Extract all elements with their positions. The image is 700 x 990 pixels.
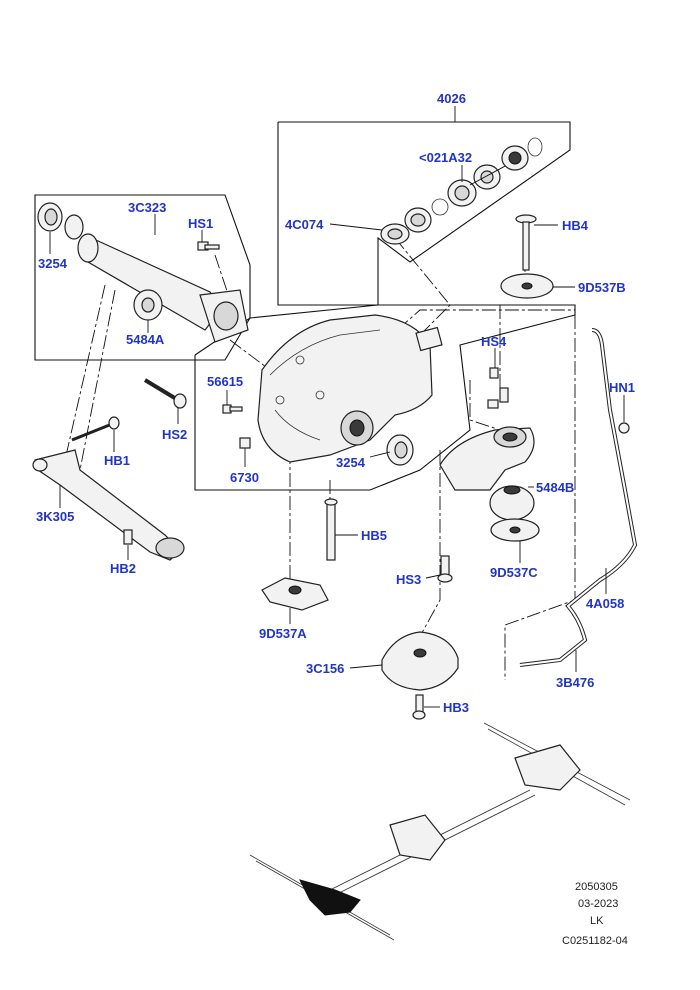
label-3254-left: 3254 [38, 256, 68, 271]
group-box-4026 [277, 121, 571, 306]
ref-code: 2050305 [575, 881, 618, 893]
mount-bracket [439, 426, 535, 491]
leader-4c074 [329, 223, 383, 231]
ref-date: 03-2023 [578, 898, 618, 910]
label-3k305: 3K305 [36, 509, 74, 524]
label-9d537b: 9D537B [578, 280, 626, 295]
seal-3254-right [386, 434, 414, 466]
bolt-hb4 [515, 214, 537, 271]
label-021a32: <021A32 [419, 150, 472, 165]
dash-line-hs1 [214, 254, 231, 301]
label-hb5: HB5 [361, 528, 387, 543]
label-5484b: 5484B [536, 480, 574, 495]
label-hs2: HS2 [162, 427, 187, 442]
plug-6730 [239, 437, 251, 449]
dash-line-hs4 [469, 380, 501, 431]
label-9d537a: 9D537A [259, 626, 307, 641]
dash-line-right [504, 315, 576, 680]
bolt-hs2 [143, 378, 187, 409]
driveline-thumbnail [249, 722, 631, 941]
label-4c074: 4C074 [285, 217, 324, 232]
label-4026: 4026 [437, 91, 466, 106]
leader-hs3 [425, 574, 441, 579]
tube-3c323 [77, 233, 249, 343]
label-3b476: 3B476 [556, 675, 594, 690]
ref-initials: LK [590, 915, 604, 927]
dash-line-3c323 [229, 339, 271, 371]
label-hb3: HB3 [443, 700, 469, 715]
label-56615: 56615 [207, 374, 243, 389]
label-hb1: HB1 [104, 453, 130, 468]
label-hb2: HB2 [110, 561, 136, 576]
label-hs3: HS3 [396, 572, 421, 587]
label-hs1: HS1 [188, 216, 213, 231]
dash-line-3k305 [64, 284, 106, 461]
label-3c156: 3C156 [306, 661, 344, 676]
bolt-hb5 [324, 498, 338, 561]
bolt-hs3 [437, 555, 453, 583]
bolt-hb3 [412, 694, 426, 720]
label-3254-right: 3254 [336, 455, 366, 470]
dash-line-3k305b [79, 289, 116, 471]
bushing-5484b [489, 485, 535, 521]
label-9d537c: 9D537C [490, 565, 538, 580]
dash-line-hs3 [417, 450, 441, 641]
group-box-differential [194, 304, 576, 491]
differential-housing [257, 314, 443, 463]
seal-3254-left [37, 202, 84, 240]
bolt-hb2 [123, 529, 133, 545]
leader-3254-right [369, 451, 391, 458]
label-3c323: 3C323 [128, 200, 166, 215]
label-hs4: HS4 [481, 334, 507, 349]
clip-hn1 [618, 422, 630, 434]
ref-drawing-number: C0251182-04 [562, 935, 628, 947]
leader-3c156 [349, 664, 383, 669]
bearing-set-4c074 [380, 137, 543, 245]
bushing-5484a [133, 289, 163, 321]
bolt-hs1 [197, 241, 220, 251]
bolt-hs4 [487, 367, 509, 409]
mount-3c156 [381, 631, 459, 691]
label-5484a: 5484A [126, 332, 165, 347]
bolt-56615 [222, 404, 243, 414]
bolt-hb1 [71, 416, 120, 442]
label-4a058: 4A058 [586, 596, 624, 611]
washer-9d537b [500, 273, 554, 299]
label-hn1: HN1 [609, 380, 635, 395]
arm-3k305 [32, 449, 185, 561]
label-hb4: HB4 [562, 218, 589, 233]
washer-9d537c [490, 518, 540, 542]
label-6730: 6730 [230, 470, 259, 485]
pad-9d537a [261, 577, 329, 611]
